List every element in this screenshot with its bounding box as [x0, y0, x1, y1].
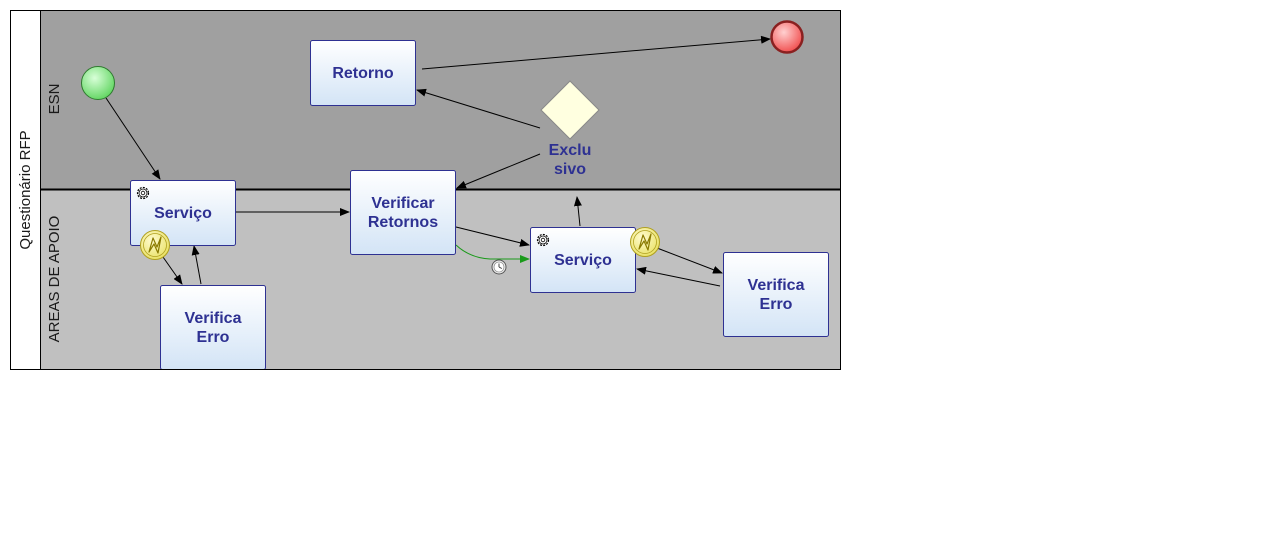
exclusive-gateway-icon[interactable] — [540, 80, 600, 140]
lane-esn[interactable]: ESN — [41, 11, 840, 189]
task-verifica-erro-1-line2: Erro — [197, 329, 230, 346]
flow-start-to-servico1 — [105, 97, 161, 180]
flow-error1-to-verifica1 — [162, 256, 183, 285]
flow-retorno-to-end — [421, 35, 771, 70]
flow-verifica1-to-servico1 — [191, 245, 202, 285]
task-verifica-erro-1-line1: Verifica — [185, 310, 242, 327]
gear-icon — [536, 233, 550, 247]
task-verifica-erro-2-line1: Verifica — [748, 277, 805, 294]
task-verificar-retornos[interactable]: Verificar Retornos — [350, 170, 456, 255]
gateway-label-line2: sivo — [554, 161, 586, 178]
task-retorno[interactable]: Retorno — [310, 40, 416, 106]
task-verifica-erro-1[interactable]: Verifica Erro — [160, 285, 266, 370]
task-retorno-label: Retorno — [332, 65, 394, 82]
lane-esn-label: ESN — [46, 84, 63, 115]
task-verifica-erro-2-line2: Erro — [760, 296, 793, 313]
task-verificar-retornos-line2: Retornos — [368, 214, 438, 231]
flow-default-green — [455, 244, 530, 263]
task-servico-1-label: Serviço — [154, 205, 212, 222]
flow-gateway-to-verificar — [456, 153, 541, 189]
error-event-icon[interactable] — [140, 230, 170, 260]
timer-event-icon[interactable] — [491, 259, 507, 275]
pool-label: Questionário RFP — [17, 130, 34, 249]
start-event-icon[interactable] — [81, 66, 115, 100]
task-servico-2[interactable]: Serviço — [530, 227, 636, 293]
gear-icon — [136, 186, 150, 200]
flow-verifica2-to-servico2 — [636, 266, 721, 287]
lane-areas-label: AREAS DE APOIO — [46, 216, 63, 343]
gateway-label-line1: Exclu — [549, 142, 592, 159]
flow-gateway-to-retorno — [416, 88, 541, 129]
error-event-icon[interactable] — [630, 227, 660, 257]
flow-servico2-to-gateway — [573, 196, 582, 227]
task-verifica-erro-2[interactable]: Verifica Erro — [723, 252, 829, 337]
pool-border — [10, 10, 841, 370]
task-servico-1[interactable]: Serviço — [130, 180, 236, 246]
sequence-flows — [105, 35, 771, 287]
end-event-icon[interactable] — [770, 20, 804, 54]
flow-verificar-to-servico2 — [455, 226, 530, 247]
task-servico-2-label: Serviço — [554, 252, 612, 269]
flow-error2-to-verifica2 — [656, 247, 723, 274]
task-verificar-retornos-line1: Verificar — [371, 195, 434, 212]
